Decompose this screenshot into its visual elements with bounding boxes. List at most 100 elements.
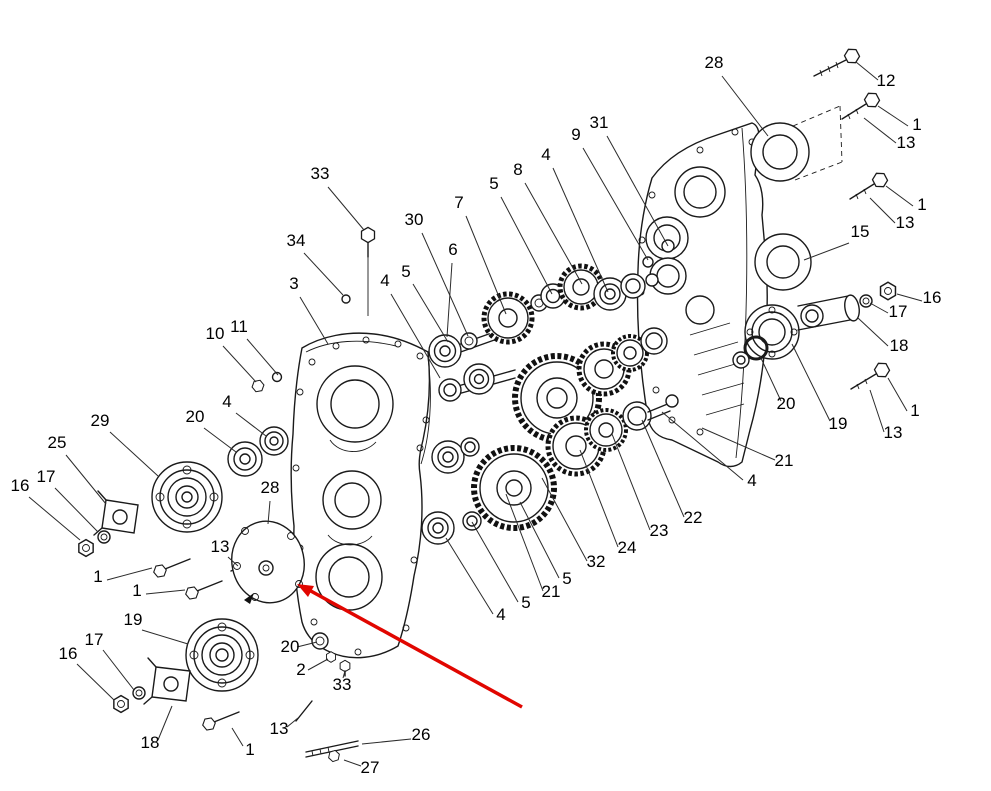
leader-line — [877, 105, 909, 127]
part-label: 9 — [571, 125, 580, 144]
nut-16-right — [879, 281, 897, 301]
leader-line — [343, 759, 362, 767]
part-label: 19 — [124, 610, 143, 629]
leader-line — [582, 147, 649, 261]
leader-line — [791, 343, 831, 422]
leader-line — [701, 427, 776, 461]
part-label: 18 — [890, 336, 909, 355]
part-label: 20 — [186, 407, 205, 426]
part-label: 15 — [851, 222, 870, 241]
washer-bolt-10-11 — [251, 371, 283, 393]
flange-19 — [185, 618, 259, 692]
part-label: 25 — [48, 433, 67, 452]
leader-line — [286, 717, 299, 728]
part-label: 20 — [777, 394, 796, 413]
red-arrow-head — [297, 584, 314, 597]
part-label: 28 — [705, 53, 724, 72]
part-label: 13 — [897, 133, 916, 152]
part-label: 4 — [541, 145, 550, 164]
part-label: 20 — [281, 637, 300, 656]
leader-line — [552, 167, 609, 293]
leader-line — [327, 186, 365, 231]
leader-line — [445, 537, 494, 615]
part-label: 13 — [896, 213, 915, 232]
part-label: 13 — [270, 719, 289, 738]
part-label: 2 — [296, 660, 305, 679]
yoke-25 — [93, 490, 139, 536]
bearing-4-left — [259, 426, 289, 456]
leader-line — [500, 196, 553, 295]
washer-17-left — [97, 530, 111, 544]
input-shaft-assembly — [428, 263, 659, 368]
part-label: 5 — [401, 262, 410, 281]
part-label: 21 — [775, 451, 794, 470]
top-bore-cover-28 — [750, 105, 843, 182]
leader-line — [227, 556, 239, 567]
washer-17-right — [859, 294, 873, 308]
rear-housing — [636, 122, 768, 468]
leader-line — [579, 449, 619, 548]
leader-line — [606, 135, 669, 247]
part-label: 4 — [496, 605, 505, 624]
bottom-bearing-set — [421, 511, 482, 545]
part-label: 7 — [454, 193, 463, 212]
leader-line — [887, 377, 908, 412]
bolt-12 — [813, 48, 861, 77]
part-label: 17 — [889, 302, 908, 321]
bore-cover-15 — [754, 233, 812, 291]
leader-line — [541, 477, 588, 562]
leader-lines — [28, 61, 923, 767]
part-label: 23 — [650, 521, 669, 540]
leader-line — [54, 487, 99, 533]
leader-line — [65, 454, 107, 505]
leader-line — [519, 501, 560, 579]
bolt-1-13-lower — [850, 362, 891, 390]
leader-line — [303, 252, 344, 296]
part-label: 16 — [11, 476, 30, 495]
part-label: 6 — [448, 240, 457, 259]
leader-line — [471, 521, 519, 603]
part-label: 26 — [412, 725, 431, 744]
part-label: 13 — [211, 537, 230, 556]
part-label: 8 — [513, 160, 522, 179]
part-label: 17 — [85, 630, 104, 649]
part-labels: 28 12 1 13 9 31 4 8 5 7 30 33 1 13 15 34… — [11, 53, 942, 777]
bolt-33-bottom — [339, 659, 351, 677]
leader-line — [390, 293, 441, 379]
cover-plate-28 — [231, 520, 305, 604]
leader-line — [141, 629, 189, 645]
part-label: 28 — [261, 478, 280, 497]
nut-16-bottom — [113, 694, 129, 714]
part-label: 11 — [230, 317, 248, 336]
leader-line — [106, 567, 153, 581]
leader-line — [885, 185, 914, 207]
part-label: 32 — [587, 552, 606, 571]
output-shaft-18 — [797, 294, 860, 331]
leader-line — [857, 317, 889, 347]
part-label: 5 — [562, 569, 571, 588]
leader-line — [28, 496, 81, 541]
nut-27 — [328, 749, 340, 763]
leader-line — [505, 493, 544, 592]
leader-line — [446, 262, 453, 338]
front-housing — [290, 332, 431, 659]
leader-line — [342, 670, 346, 679]
leader-line — [361, 738, 412, 745]
part-label: 17 — [37, 467, 56, 486]
washer-17-bottom — [132, 686, 146, 700]
leader-line — [157, 705, 173, 741]
part-label: 5 — [489, 174, 498, 193]
yoke-18 — [143, 657, 191, 705]
leader-line — [855, 61, 879, 81]
cover-orientation-mark — [244, 593, 254, 604]
leader-line — [76, 663, 115, 701]
washer-20-right — [732, 351, 750, 369]
part-label: 16 — [59, 644, 78, 663]
red-arrow-line — [308, 588, 523, 709]
part-label: 1 — [910, 401, 919, 420]
cover-19-right — [744, 304, 800, 360]
leader-line — [759, 355, 782, 402]
seal-ring-21-right — [743, 335, 769, 361]
part-label: 29 — [91, 411, 110, 430]
